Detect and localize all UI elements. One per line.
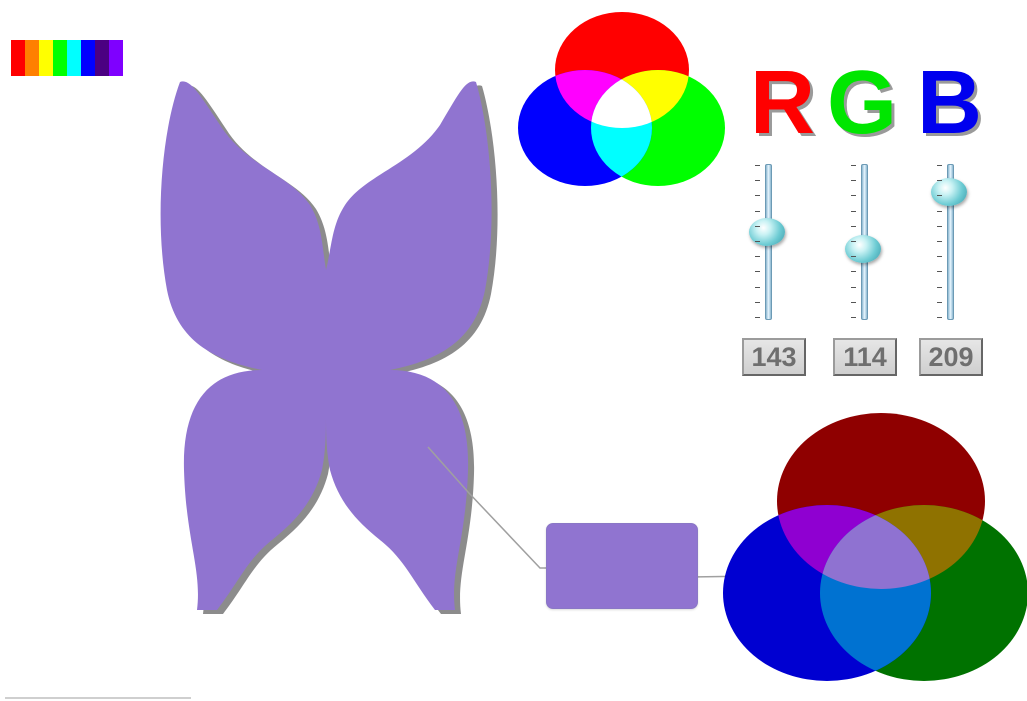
mixed-color-venn-diagram (715, 405, 1027, 701)
slider-tick (755, 241, 760, 242)
rainbow-swatch (109, 40, 123, 76)
slider-tick (937, 165, 942, 166)
green-slider[interactable] (833, 160, 893, 325)
slider-tick (851, 302, 856, 303)
slider-tick (851, 165, 856, 166)
rgb-venn-diagram (515, 8, 730, 193)
blue-slider[interactable] (919, 160, 979, 325)
slider-tick (937, 241, 942, 242)
rainbow-swatch (67, 40, 81, 76)
letter-r: R (750, 58, 815, 148)
blue-value-field[interactable]: 209 (919, 338, 983, 376)
slider-tick (755, 271, 760, 272)
rainbow-palette-icon[interactable] (11, 40, 123, 76)
slider-tick (937, 180, 942, 181)
slider-tick (755, 256, 760, 257)
slider-tick (851, 180, 856, 181)
rainbow-swatch (25, 40, 39, 76)
green-slider-thumb[interactable] (845, 235, 881, 263)
slider-tick (755, 165, 760, 166)
color-result-box (546, 523, 698, 609)
rainbow-swatch (53, 40, 67, 76)
rainbow-swatch (81, 40, 95, 76)
rainbow-swatch (39, 40, 53, 76)
slider-tick (937, 317, 942, 318)
slider-tick (851, 287, 856, 288)
blue-slider-thumb[interactable] (931, 178, 967, 206)
butterfly-shape[interactable] (150, 70, 510, 630)
letter-b: B (917, 58, 982, 148)
red-slider[interactable] (737, 160, 797, 325)
slider-tick (937, 195, 942, 196)
slider-tick (851, 195, 856, 196)
rainbow-swatch (95, 40, 109, 76)
slider-tick (851, 256, 856, 257)
slider-tick (937, 271, 942, 272)
slider-tick (851, 211, 856, 212)
slider-tick (755, 195, 760, 196)
slider-tick (937, 302, 942, 303)
divider (5, 697, 191, 699)
slider-tick (851, 271, 856, 272)
slider-tick (755, 302, 760, 303)
rainbow-swatch (11, 40, 25, 76)
slider-tick (937, 287, 942, 288)
slider-tick (937, 256, 942, 257)
slider-tick (851, 241, 856, 242)
slider-tick (937, 226, 942, 227)
slider-tick (851, 226, 856, 227)
slider-tick (755, 287, 760, 288)
butterfly-wings (161, 81, 492, 610)
slider-tick (755, 211, 760, 212)
red-value-field[interactable]: 143 (742, 338, 806, 376)
slider-tick (755, 317, 760, 318)
slider-tick (851, 317, 856, 318)
slider-tick (755, 226, 760, 227)
slider-tick (937, 211, 942, 212)
letter-g: G (827, 58, 897, 148)
green-value-field[interactable]: 114 (833, 338, 897, 376)
slider-tick (755, 180, 760, 181)
